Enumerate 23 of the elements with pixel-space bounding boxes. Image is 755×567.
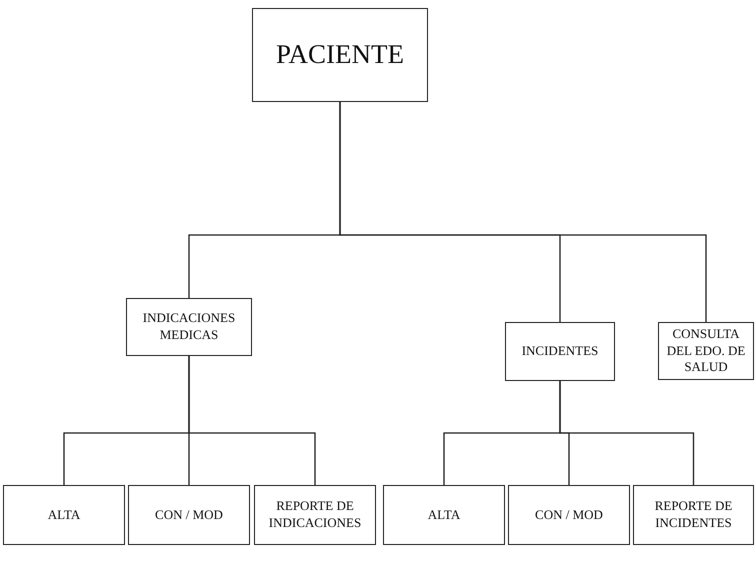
node-label: INDICACIONES MEDICAS	[142, 310, 236, 344]
connector-line	[188, 356, 316, 485]
node-label: ALTA	[48, 506, 80, 524]
process-box	[252, 8, 428, 102]
node-label: ALTA	[428, 506, 460, 524]
node-label: INCIDENTES	[522, 343, 598, 360]
process-box	[505, 322, 615, 381]
node-label: CON / MOD	[535, 506, 603, 524]
process-box	[508, 485, 630, 545]
connector-line	[339, 102, 707, 322]
node-label: REPORTE DE INCIDENTES	[654, 498, 734, 532]
node-label: REPORTE DE INDICACIONES	[268, 498, 362, 532]
process-box	[128, 485, 250, 545]
process-box	[383, 485, 505, 545]
node-label: PACIENTE	[276, 38, 404, 72]
process-box	[633, 485, 754, 545]
node-label: CONSULTA DEL EDO. DE SALUD	[666, 326, 746, 376]
connector-line	[559, 381, 694, 485]
process-box	[126, 298, 252, 356]
process-box	[254, 485, 376, 545]
process-box	[3, 485, 125, 545]
process-box	[658, 322, 754, 380]
node-label: CON / MOD	[155, 506, 223, 524]
